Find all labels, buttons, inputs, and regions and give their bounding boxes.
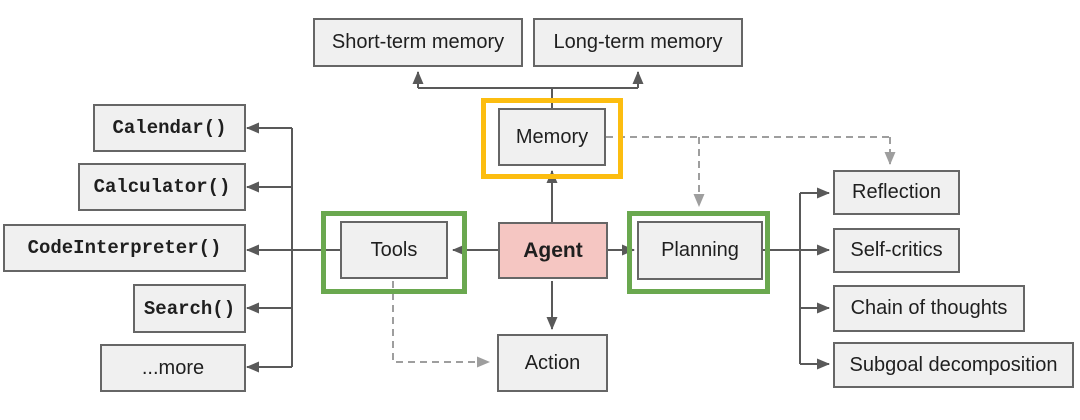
node-planning: Planning	[637, 221, 763, 280]
dashed-arrow-tools-to-action	[392, 281, 490, 368]
node-calendar: Calendar()	[93, 104, 246, 152]
node-more: ...more	[100, 344, 246, 392]
node-subgoal-decomposition: Subgoal decomposition	[833, 342, 1074, 388]
node-action: Action	[497, 334, 608, 392]
node-tools: Tools	[340, 221, 448, 279]
node-agent: Agent	[498, 222, 608, 279]
node-long-term-memory: Long-term memory	[533, 18, 743, 67]
node-search: Search()	[133, 284, 246, 333]
node-short-term-memory: Short-term memory	[313, 18, 523, 67]
node-reflection: Reflection	[833, 170, 960, 215]
node-chain-of-thoughts: Chain of thoughts	[833, 285, 1025, 332]
node-self-critics: Self-critics	[833, 228, 960, 273]
node-calculator: Calculator()	[78, 163, 246, 211]
node-code-interpreter: CodeInterpreter()	[3, 224, 246, 272]
node-memory: Memory	[498, 108, 606, 166]
